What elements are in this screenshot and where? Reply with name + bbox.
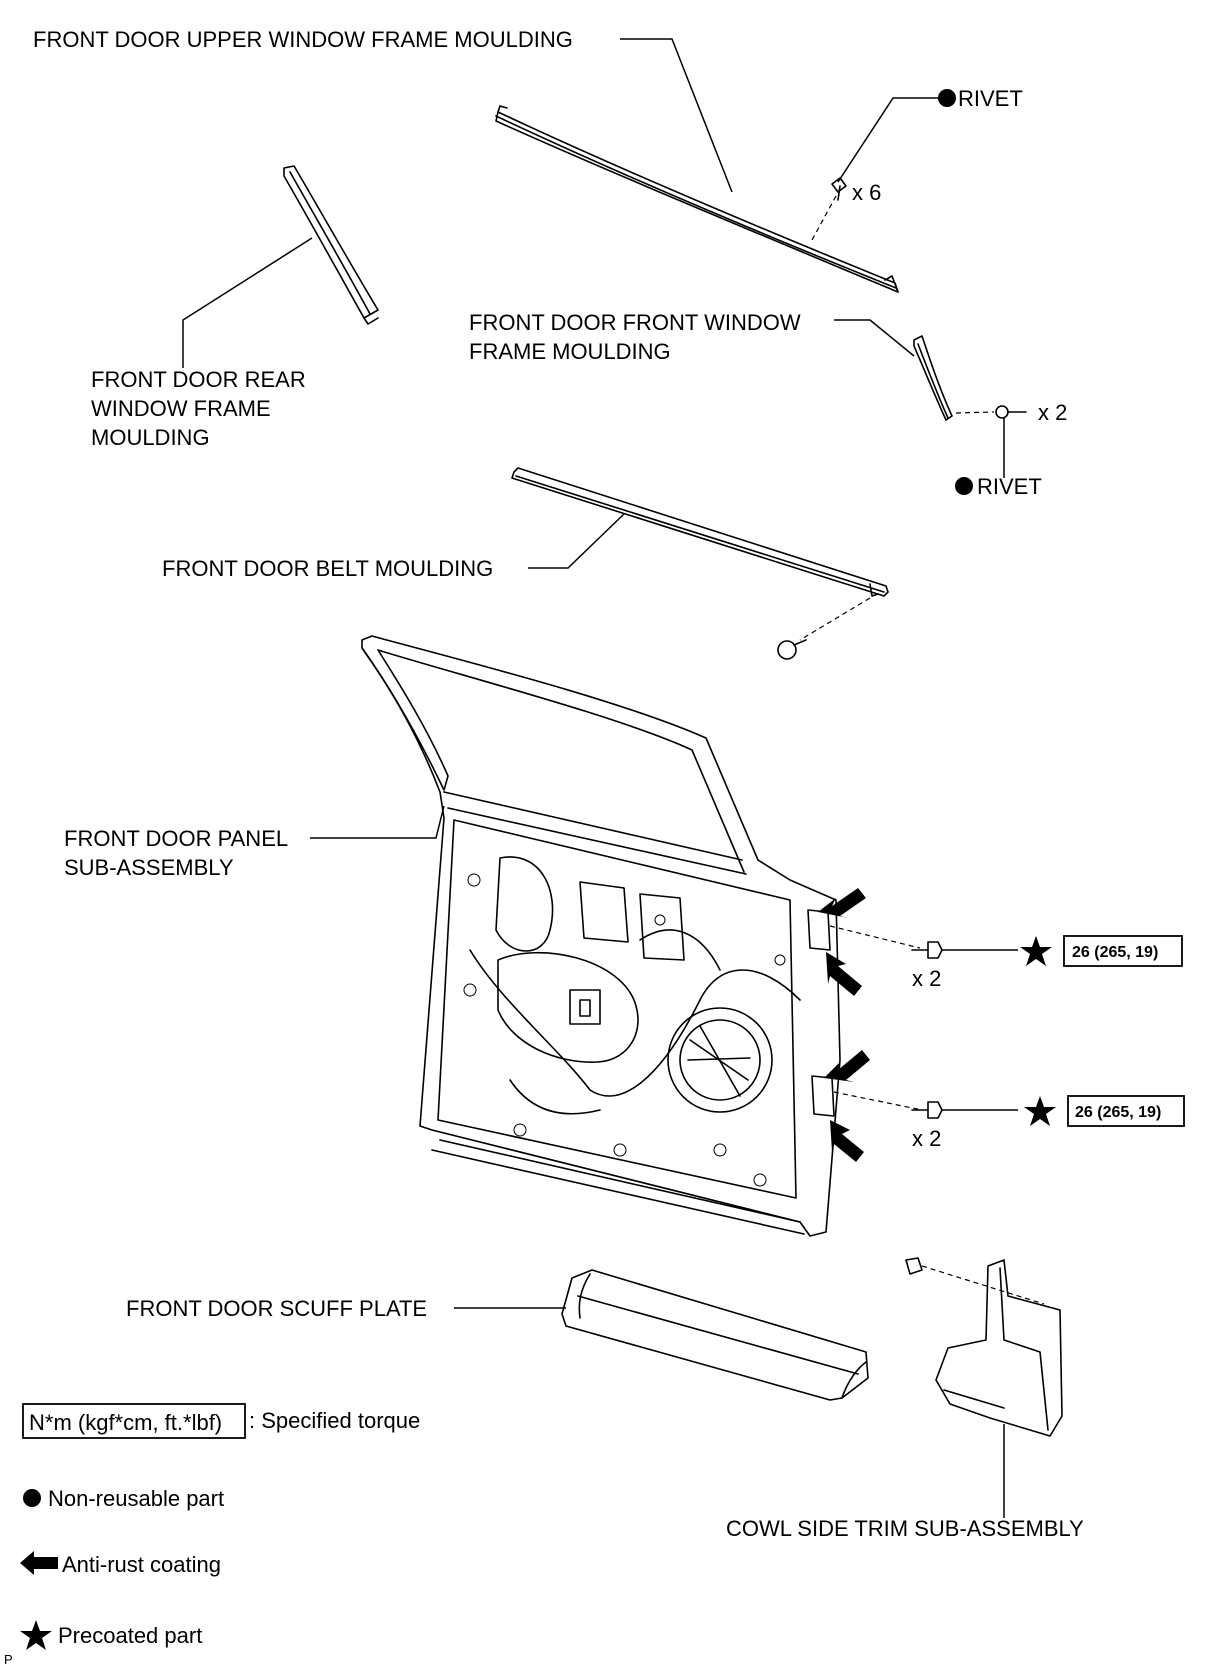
- circle-dot-icon: [938, 89, 956, 107]
- bolt-upper-dashline: [829, 925, 921, 949]
- rivet-mid-qty: x 2: [1038, 400, 1067, 425]
- bolt-lower: [911, 1101, 943, 1119]
- rear-moulding-leader: [182, 237, 313, 368]
- cowl-trim-label: COWL SIDE TRIM SUB-ASSEMBLY: [726, 1516, 1084, 1541]
- scuff-plate: [561, 1269, 869, 1401]
- upper-window-frame-moulding: [495, 105, 899, 293]
- star-icon: [1024, 1096, 1056, 1126]
- torque-box-upper: [1063, 935, 1183, 967]
- legend-precoated: Precoated part: [58, 1623, 202, 1648]
- belt-moulding-label: FRONT DOOR BELT MOULDING: [162, 556, 493, 581]
- rivet-top-dashline: [811, 195, 837, 241]
- rear-window-frame-moulding: [283, 165, 379, 325]
- circle-dot-icon: [23, 1489, 41, 1507]
- belt-moulding-leader: [528, 513, 625, 569]
- scuff-plate-label: FRONT DOOR SCUFF PLATE: [126, 1296, 427, 1321]
- rear-moulding-label-2: WINDOW FRAME: [91, 396, 271, 421]
- rivet-mid-dashline: [955, 411, 995, 414]
- bolt-upper-torque: 26 (265, 19): [1072, 944, 1158, 961]
- legend-torque-desc: : Specified torque: [249, 1408, 420, 1433]
- arrow-left-icon: [830, 1120, 864, 1162]
- torque-box-lower: [1067, 1095, 1185, 1127]
- door-panel-label-2: SUB-ASSEMBLY: [64, 855, 234, 880]
- rivet-top-qty: x 6: [852, 180, 881, 205]
- front-door-panel: [361, 635, 841, 1237]
- rivet-top-leader: [837, 97, 938, 183]
- front-moulding-label-1: FRONT DOOR FRONT WINDOW: [469, 310, 801, 335]
- cowl-clip: [905, 1257, 923, 1275]
- bolt-lower-torque: 26 (265, 19): [1075, 1104, 1161, 1121]
- rivet-mid: [995, 405, 1027, 419]
- cowl-side-trim: [935, 1259, 1063, 1437]
- star-icon: [1020, 936, 1052, 966]
- bolt-upper-qty: x 2: [912, 966, 941, 991]
- rivet-mid-label: RIVET: [977, 474, 1042, 499]
- bolt-lower-dashline: [833, 1091, 923, 1111]
- cowl-clip-dashline: [921, 1265, 1045, 1305]
- rivet-top: [831, 177, 847, 201]
- bolt-upper: [911, 941, 943, 959]
- clip-dashline: [799, 597, 871, 641]
- arrow-left-icon: [826, 952, 862, 996]
- arrow-left-icon: [818, 888, 866, 918]
- legend-antirust: Anti-rust coating: [62, 1552, 221, 1577]
- arrow-left-icon: [20, 1551, 58, 1575]
- arrow-left-icon: [824, 1050, 870, 1082]
- front-moulding-label-2: FRAME MOULDING: [469, 339, 671, 364]
- door-panel-leader: [310, 805, 445, 839]
- rear-moulding-label-3: MOULDING: [91, 425, 210, 450]
- legend-torque-box-text: N*m (kgf*cm, ft.*lbf): [29, 1410, 222, 1435]
- upper-moulding-label: FRONT DOOR UPPER WINDOW FRAME MOULDING: [33, 27, 573, 52]
- bolt-lower-qty: x 2: [912, 1126, 941, 1151]
- belt-moulding: [511, 467, 889, 597]
- rivet-top-label: RIVET: [958, 86, 1023, 111]
- front-moulding-leader: [834, 319, 915, 357]
- circle-dot-icon: [955, 477, 973, 495]
- clip: [777, 639, 807, 660]
- legend-torque-box: [22, 1403, 246, 1439]
- star-icon: [20, 1620, 52, 1650]
- rear-moulding-label-1: FRONT DOOR REAR: [91, 367, 306, 392]
- corner-mark: P: [4, 1652, 13, 1667]
- legend-nonreusable: Non-reusable part: [48, 1486, 224, 1511]
- door-panel-label-1: FRONT DOOR PANEL: [64, 826, 288, 851]
- front-window-frame-moulding: [913, 335, 953, 421]
- upper-moulding-leader: [620, 38, 733, 193]
